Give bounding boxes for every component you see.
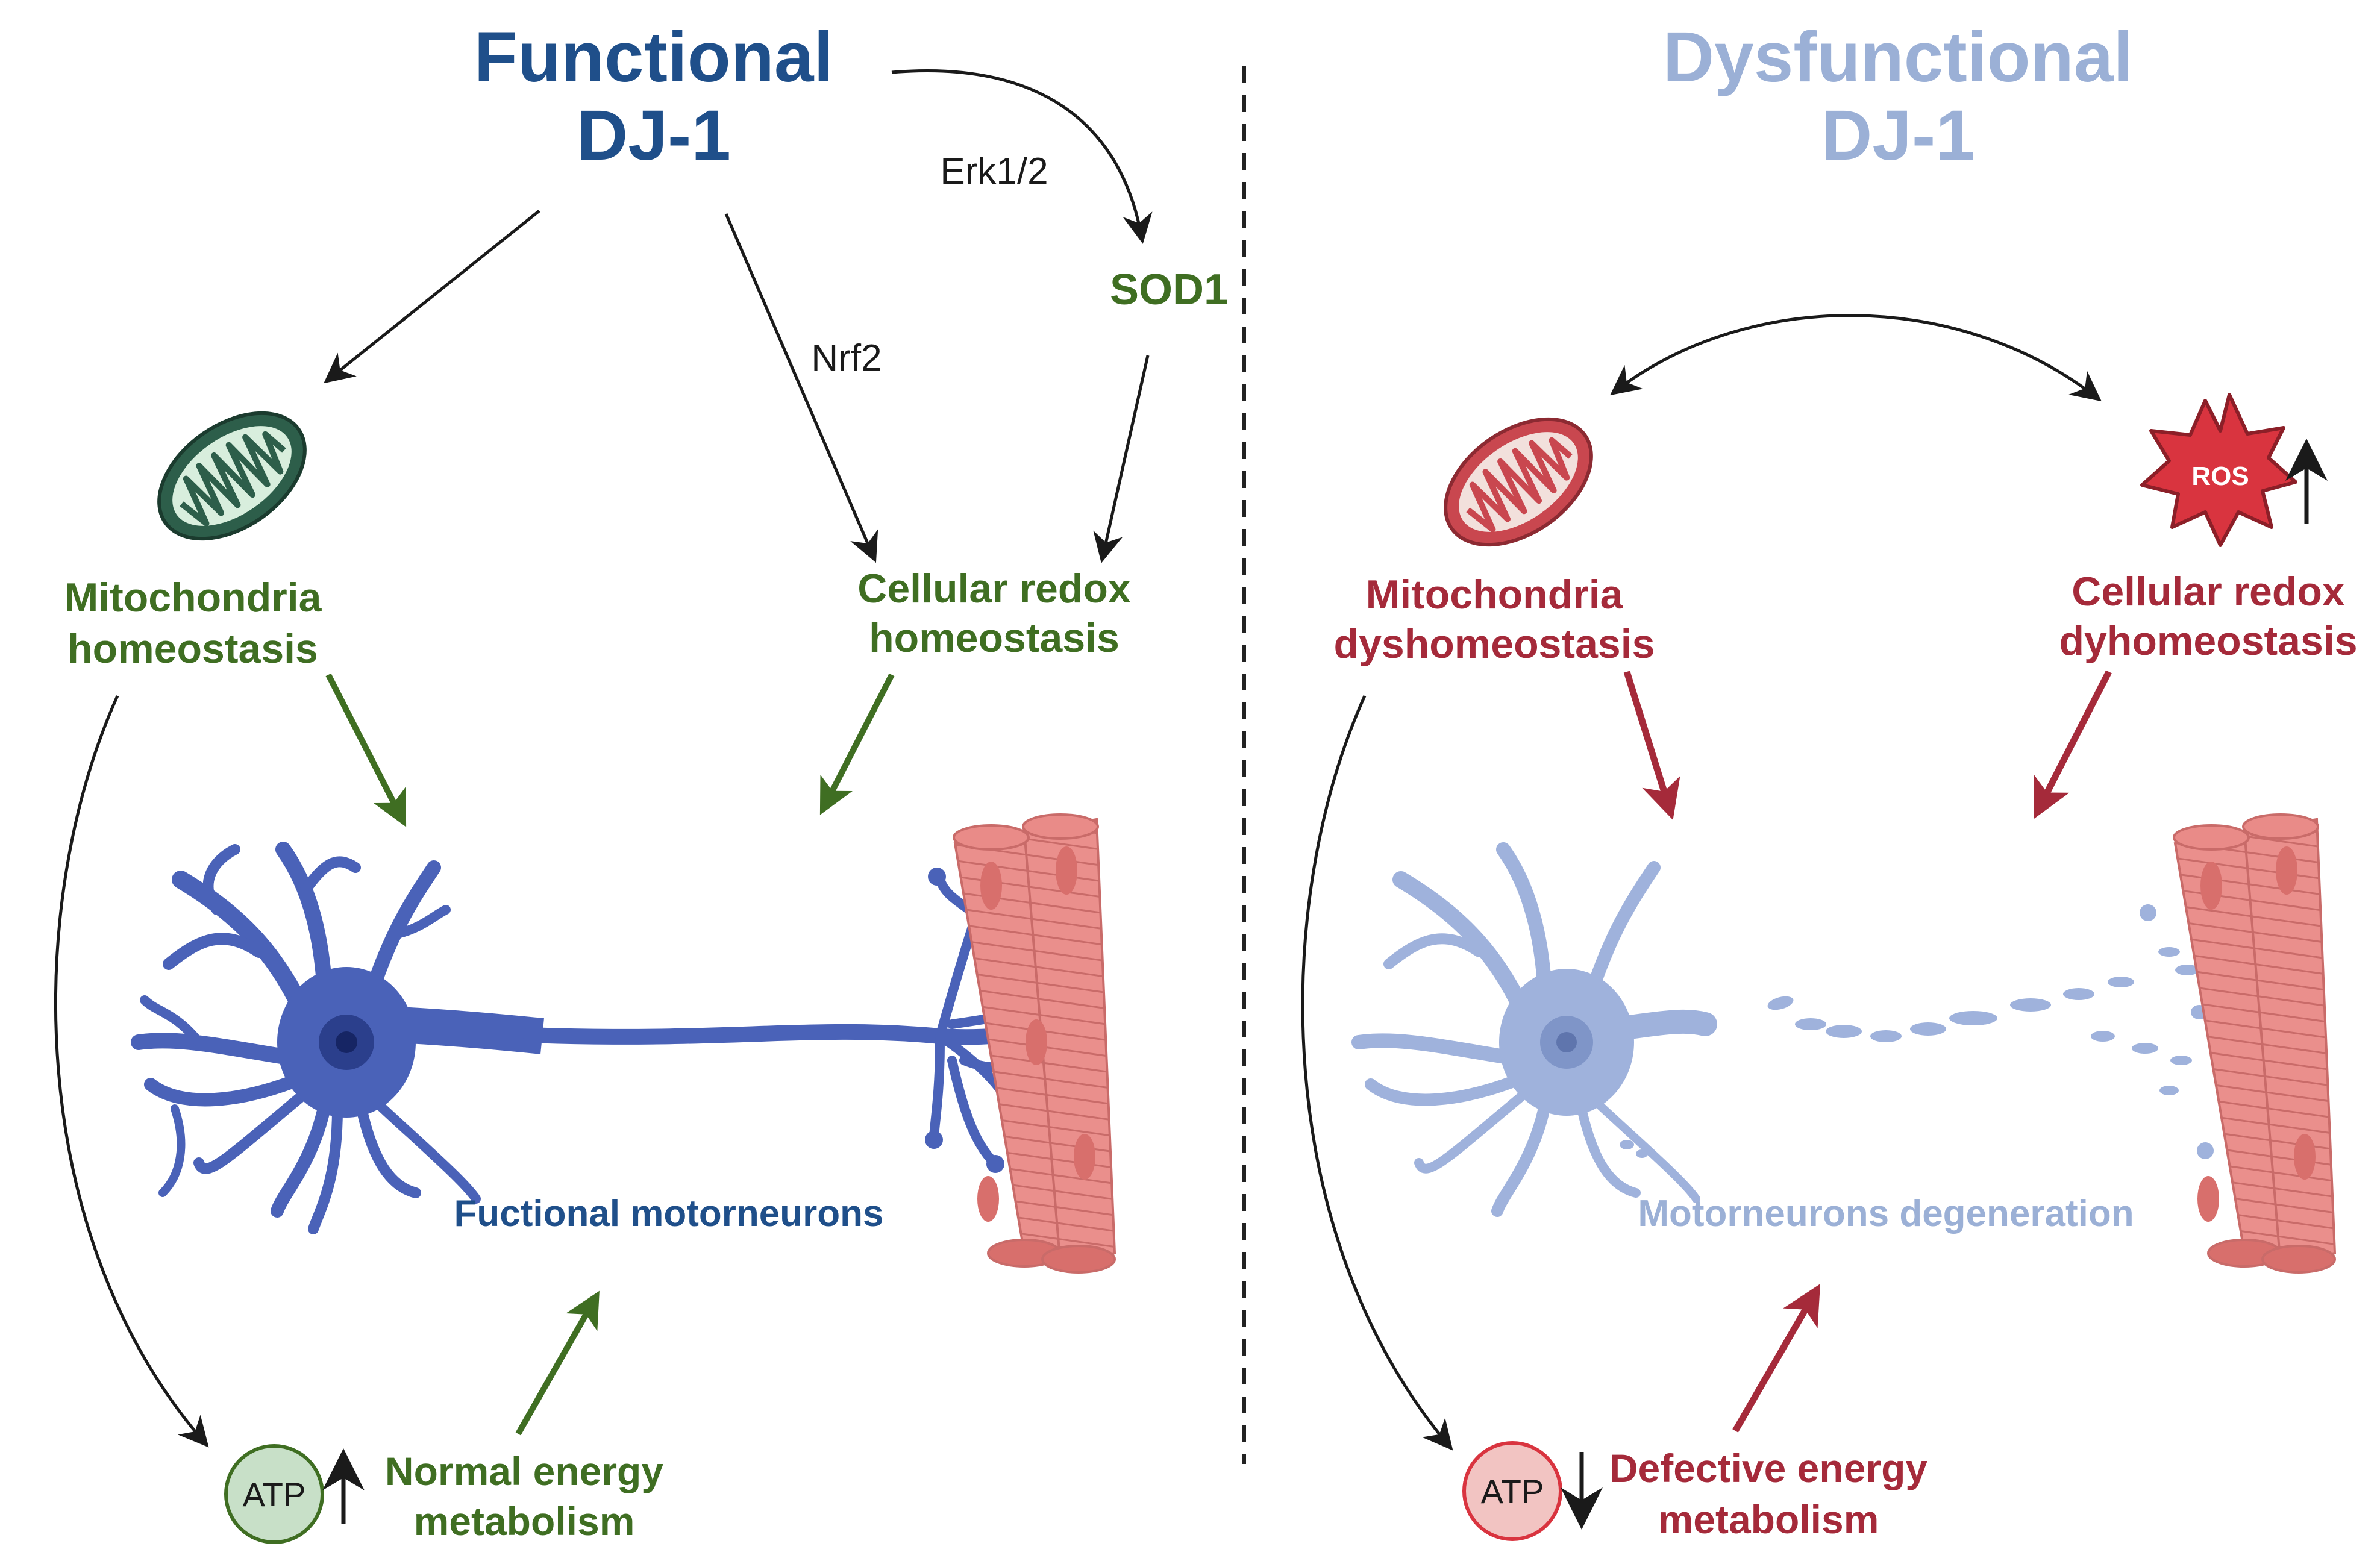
mitochondrion-icon [157, 411, 307, 541]
energy-label-left-line1: Normal energy [385, 1449, 663, 1493]
energy-label-right-line2: metabolism [1658, 1497, 1879, 1542]
left-panel: Functional DJ-1 Erk1/2 SOD1 Nrf2 Mitocho… [54, 17, 1228, 1544]
arrow-sod1-to-redox [1093, 355, 1150, 563]
redox-homeostasis-line2: homeostasis [869, 615, 1120, 661]
neuron-icon [131, 842, 1068, 1234]
green-arrow-redox-to-neuron [819, 673, 895, 815]
green-arrow-mito-to-neuron [325, 673, 407, 827]
green-arrow-energy-to-neuron [515, 1290, 600, 1436]
mito-dyshomeostasis-line1: Mitochondria [1366, 572, 1624, 618]
atp-label-right: ATP [1481, 1472, 1544, 1510]
left-title-line2: DJ-1 [577, 96, 731, 175]
arrow-mito-to-atp-right [1301, 695, 1453, 1451]
atp-icon: ATP [224, 1444, 324, 1544]
degenerating-neuron-icon [1351, 842, 2227, 1217]
energy-label-left-line2: metabolism [414, 1499, 635, 1544]
right-title-line1: Dysfunctional [1663, 17, 2133, 97]
atp-right-icon: ATP [1462, 1441, 1562, 1541]
redox-homeostasis-line1: Cellular redox [857, 566, 1131, 611]
red-arrow-redox-to-neuron [2033, 670, 2112, 819]
erk-label: Erk1/2 [940, 151, 1048, 192]
muscle-fiber-icon [953, 813, 1116, 1274]
arrow-mito-ros-bidirectional [1610, 314, 2102, 402]
mito-dyshomeostasis-line2: dyshomeostasis [1334, 621, 1655, 667]
right-panel: Dysfunctional DJ-1 ROS Mitochondria dysh… [1301, 17, 2358, 1542]
arrow-mito-to-atp [54, 695, 209, 1448]
energy-label-right-line1: Defective energy [1609, 1446, 1928, 1490]
mito-homeostasis-line1: Mitochondria [64, 575, 322, 621]
functional-neuron-label: Fuctional motorneurons [454, 1193, 884, 1234]
ros-burst-icon: ROS [2140, 393, 2297, 547]
arrow-dj1-to-redox [724, 213, 878, 563]
arrow-dj1-to-mito [324, 210, 540, 384]
redox-dyhomeostasis-line1: Cellular redox [2072, 569, 2345, 615]
sod1-label: SOD1 [1110, 266, 1228, 314]
red-arrow-mito-to-neuron [1623, 671, 1680, 821]
mito-homeostasis-line2: homeostasis [67, 626, 318, 672]
arrow-dj1-to-sod1 [891, 69, 1153, 244]
right-title-line2: DJ-1 [1821, 96, 1975, 175]
red-arrow-energy-to-neuron [1732, 1283, 1821, 1433]
degeneration-label: Motorneurons degeneration [1638, 1193, 2134, 1234]
nrf2-label: Nrf2 [811, 337, 882, 379]
redox-dyhomeostasis-line2: dyhomeostasis [2059, 618, 2357, 664]
mitochondrion-damaged-icon [1444, 417, 1593, 547]
left-title-line1: Functional [474, 17, 834, 97]
ros-label: ROS [2191, 461, 2249, 491]
atp-label-left: ATP [243, 1475, 306, 1513]
muscle-fiber-right-icon [2173, 813, 2337, 1274]
